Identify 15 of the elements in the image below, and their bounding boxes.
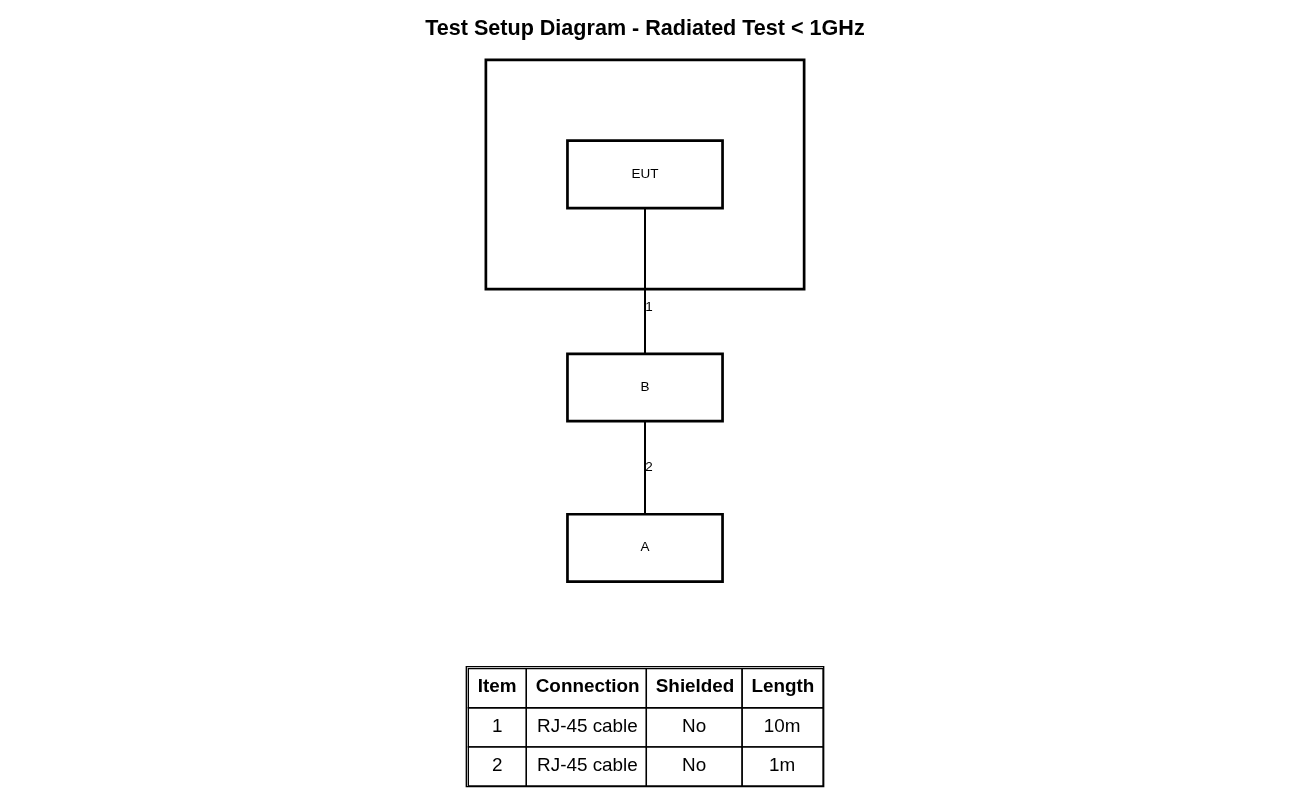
label: Length [751,674,815,696]
edge-label: 1 [645,298,653,314]
edge-label: 2 [645,459,653,475]
label: Item [477,674,517,696]
label: 10m [763,715,801,737]
label: Shielded [655,674,735,696]
label: RJ-45 cable [537,754,638,776]
label: 1m [769,754,796,776]
label: Connection [535,674,640,696]
diagram-title: Test Setup Diagram - Radiated Test < 1GHz [425,15,865,41]
label: RJ-45 cable [537,715,638,737]
label: No [682,715,707,737]
label: 2 [491,754,503,776]
label: No [682,754,707,776]
label: 1 [491,715,503,737]
